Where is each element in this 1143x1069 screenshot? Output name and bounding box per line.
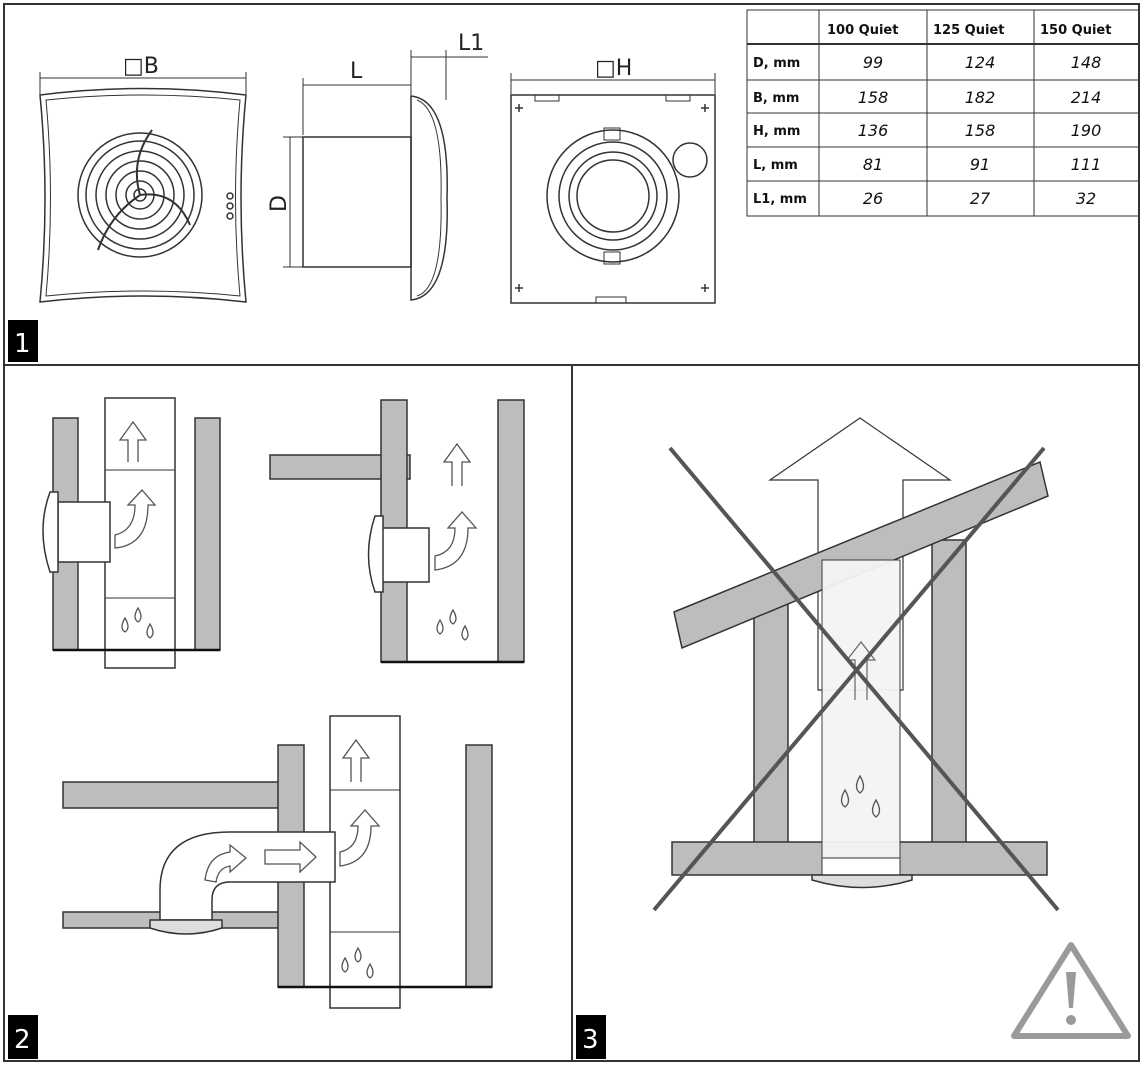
fan-front-view: [39, 87, 247, 303]
water-drops-icon: [121, 606, 154, 639]
dimension-l1: L1: [411, 31, 488, 100]
panel-number-1: 1: [8, 320, 38, 362]
curved-arrow-icon: [204, 843, 248, 883]
row-label: B, mm: [753, 91, 799, 106]
row-label: D, mm: [753, 56, 800, 71]
svg-text:2: 2: [14, 1025, 31, 1055]
curved-arrow-icon: [114, 489, 157, 549]
svg-text:1: 1: [14, 329, 31, 359]
row-label: L, mm: [753, 158, 798, 173]
arrow-up-icon: [442, 442, 472, 486]
warning-triangle-icon: [1011, 942, 1131, 1039]
col-header-100: 100 Quiet: [827, 23, 898, 38]
cell: 190: [1071, 121, 1102, 140]
fan-back-view: [510, 94, 716, 304]
svg-text:□H: □H: [595, 56, 632, 81]
cell: 27: [970, 189, 991, 208]
svg-text:L1: L1: [458, 31, 484, 56]
cross-line-icon: [652, 446, 1046, 912]
water-drops-icon: [341, 946, 374, 979]
cell: 158: [858, 88, 889, 107]
install-scene-c: [62, 715, 493, 1009]
col-header-150: 150 Quiet: [1040, 23, 1111, 38]
dimension-d: D: [267, 136, 303, 268]
cell: 32: [1076, 189, 1096, 208]
arrow-up-icon: [118, 420, 148, 462]
dimension-b: □B: [39, 54, 247, 94]
cell: 99: [863, 53, 883, 72]
water-drops-icon: [436, 608, 469, 641]
curved-arrow-icon: [434, 511, 478, 571]
curved-arrow-icon: [339, 809, 381, 867]
cell: 182: [965, 88, 996, 107]
cell: 214: [1071, 88, 1102, 107]
svg-text:□B: □B: [123, 54, 159, 79]
cell: 26: [863, 189, 883, 208]
svg-text:3: 3: [582, 1025, 599, 1055]
cell: 148: [1071, 53, 1102, 72]
cell: 91: [970, 155, 990, 174]
panel-number-2: 2: [8, 1015, 38, 1059]
install-scene-a: [42, 397, 221, 669]
water-drops-icon: [840, 774, 881, 818]
panel-number-3: 3: [576, 1015, 606, 1059]
roof-outline-arrow: [768, 417, 952, 691]
row-label: L1, mm: [753, 192, 807, 207]
row-label: H, mm: [753, 124, 800, 139]
incorrect-install-scene: [652, 417, 1060, 912]
col-header-125: 125 Quiet: [933, 23, 1004, 38]
cell: 136: [858, 121, 889, 140]
cell: 81: [863, 155, 883, 174]
dimension-h: □H: [510, 56, 716, 94]
cell: 111: [1071, 155, 1102, 174]
cell: 124: [965, 53, 996, 72]
cross-line-icon: [668, 446, 1060, 912]
dimension-l: L: [302, 50, 412, 135]
spec-table: 100 Quiet 125 Quiet 150 Quiet D, mm B, m…: [746, 9, 1140, 217]
arrow-right-icon: [264, 840, 317, 874]
svg-text:D: D: [267, 195, 292, 212]
install-scene-b: [269, 399, 525, 664]
arrow-up-icon: [341, 738, 371, 782]
fan-side-view: [302, 95, 448, 301]
svg-text:L: L: [350, 59, 363, 84]
cell: 158: [965, 121, 996, 140]
